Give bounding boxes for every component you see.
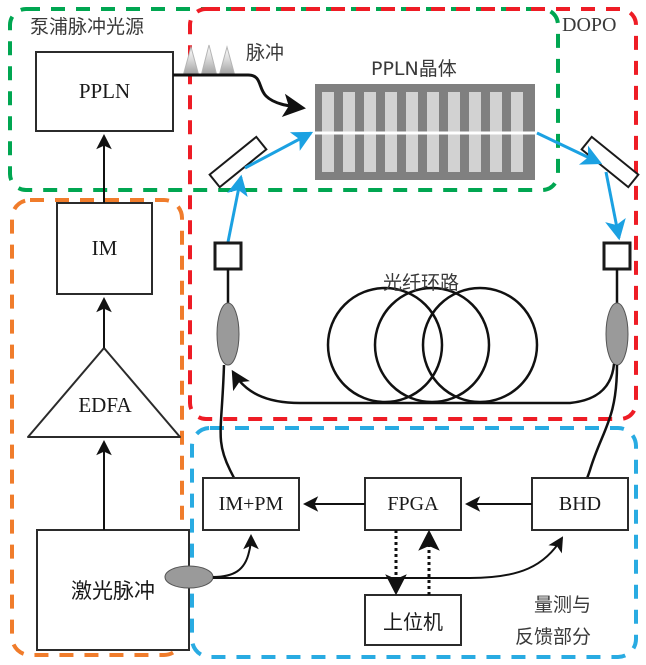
region-label-pump-source: 泵浦脉冲光源	[30, 16, 145, 38]
annotation-ppln-crystal: PPLN晶体	[371, 58, 457, 80]
coupler-laser-output[interactable]	[164, 565, 214, 589]
fiber-coil-icon	[326, 286, 539, 404]
ppln-crystal[interactable]	[315, 84, 535, 180]
block-bhd[interactable]	[531, 477, 629, 531]
region-laser-front-end	[10, 198, 184, 657]
fiber-laser-to-impm	[212, 533, 259, 578]
block-laser-pulse[interactable]	[36, 529, 190, 651]
beam-crystal-to-right-mirror	[536, 131, 603, 165]
coupler-right[interactable]	[605, 302, 629, 366]
block-host-computer[interactable]	[364, 594, 462, 646]
block-ppln-source[interactable]	[35, 51, 174, 132]
block-fpga[interactable]	[364, 477, 462, 531]
fiber-laser-to-bhd	[213, 536, 564, 579]
fiber-loop-return	[231, 363, 616, 405]
fiber-pump-to-crystal	[173, 73, 306, 117]
mirror-left[interactable]	[208, 135, 268, 189]
lens-square-left[interactable]	[213, 241, 243, 271]
beam-lens-to-left-mirror	[226, 174, 248, 243]
block-im-pm[interactable]	[202, 477, 300, 531]
region-label-measurement-line1: 量测与	[534, 594, 592, 616]
region-measurement-feedback	[190, 426, 638, 659]
mirror-right[interactable]	[580, 135, 640, 189]
region-label-measurement-line2: 反馈部分	[515, 626, 592, 648]
annotation-fiber-loop: 光纤环路	[383, 272, 460, 294]
region-label-dopo: DOPO	[562, 14, 617, 36]
lens-square-right[interactable]	[602, 241, 632, 271]
coupler-left[interactable]	[216, 302, 240, 366]
annotation-pulse: 脉冲	[246, 42, 285, 64]
region-dopo	[188, 7, 638, 421]
beam-right-mirror-to-lens	[604, 171, 626, 241]
pulse-train-icon	[182, 44, 236, 77]
block-edfa[interactable]	[27, 347, 181, 438]
block-im[interactable]	[56, 202, 153, 295]
beam-left-mirror-to-crystal	[244, 131, 314, 170]
